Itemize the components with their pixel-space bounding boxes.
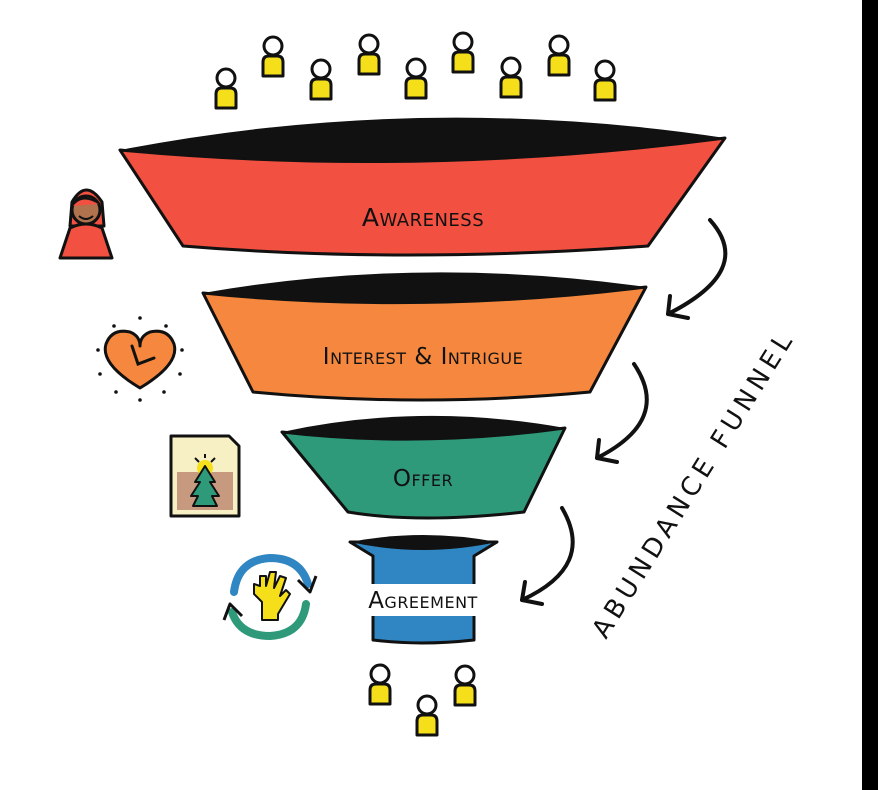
person-icon <box>415 694 439 737</box>
heart-clock-icon <box>96 316 184 402</box>
person-icon <box>309 58 333 101</box>
flow-arrows <box>520 218 728 606</box>
funnel-rim-interest <box>203 272 646 303</box>
person-icon <box>368 663 392 706</box>
person-icon <box>261 35 285 78</box>
arrow-icon <box>520 580 544 606</box>
cycle-hand-icon <box>222 553 318 641</box>
people-bottom-group <box>368 663 477 737</box>
funnel-rim-agreement <box>350 535 497 550</box>
arrow-icon <box>520 506 575 602</box>
agreement-label-backdrop <box>346 584 500 616</box>
stage-label-awareness: Awareness <box>362 203 484 232</box>
person-icon <box>453 664 477 707</box>
person-icon <box>499 56 523 99</box>
person-icon <box>547 34 571 77</box>
person-icon <box>593 59 617 102</box>
diagram-title: ABUNDANCE FUNNEL <box>586 325 801 644</box>
document-tree-icon <box>169 434 241 518</box>
stage-label-agreement: Agreement <box>368 588 478 614</box>
stage-label-offer: Offer <box>393 466 453 492</box>
funnel-rim-offer <box>282 415 565 440</box>
funnel-stage-awareness: Awareness <box>118 117 727 257</box>
person-icon <box>451 31 475 74</box>
people-top-group <box>214 31 617 110</box>
arrow-icon <box>666 218 728 316</box>
arrow-icon <box>595 438 619 464</box>
woman-icon <box>58 188 114 260</box>
right-edge-bar <box>862 0 878 790</box>
arrow-icon <box>666 294 690 320</box>
person-icon <box>357 33 381 76</box>
funnel-stage-interest: Interest & Intrigue <box>201 272 648 402</box>
stage-label-interest: Interest & Intrigue <box>323 344 523 370</box>
funnel-stage-agreement: Agreement <box>346 535 500 645</box>
person-icon <box>404 57 428 100</box>
funnel-stage-offer: Offer <box>280 415 567 520</box>
funnel-rim-awareness <box>120 117 725 162</box>
arrow-icon <box>595 362 649 460</box>
person-icon <box>214 67 238 110</box>
